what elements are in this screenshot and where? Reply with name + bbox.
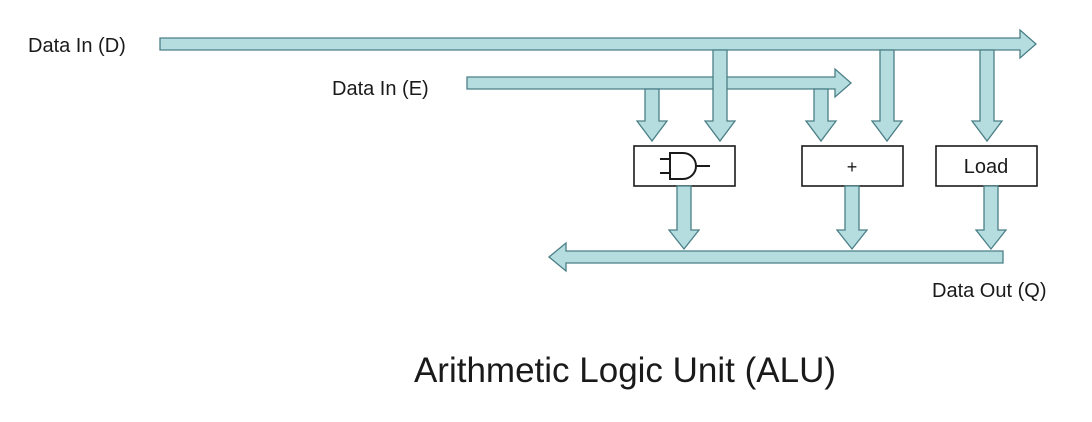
- data-in-e-bus: Data In (E): [332, 67, 852, 100]
- d-to-and-arrow: [703, 49, 737, 143]
- load-to-out-arrow: [974, 185, 1008, 251]
- add-unit: +: [801, 145, 904, 187]
- data-in-e-arrow: [466, 67, 852, 99]
- and-unit: [633, 145, 736, 187]
- and-to-out-arrow: [667, 185, 701, 251]
- data-in-d-bus: Data In (D): [28, 28, 1037, 60]
- data-in-d-label: Data In (D): [28, 35, 126, 57]
- d-to-add-arrow: [870, 49, 904, 143]
- add-to-out-arrow: [835, 185, 869, 251]
- and-gate-icon: [660, 152, 710, 180]
- add-unit-label: +: [847, 157, 858, 177]
- diagram-title: Arithmetic Logic Unit (ALU): [414, 351, 836, 390]
- data-in-d-arrow: [159, 28, 1037, 60]
- load-unit: Load: [935, 145, 1038, 187]
- load-unit-box: [935, 145, 1038, 187]
- data-out-q-label: Data Out (Q): [932, 280, 1046, 302]
- load-unit-label: Load: [964, 156, 1009, 178]
- data-in-e-label: Data In (E): [332, 78, 429, 100]
- e-to-and-arrow: [635, 88, 669, 143]
- data-out-q-bus: Data Out (Q): [547, 241, 1046, 302]
- and-unit-box: [633, 145, 736, 187]
- e-to-add-arrow: [804, 88, 838, 143]
- data-out-q-arrow: [547, 241, 1004, 273]
- d-to-load-arrow: [970, 49, 1004, 143]
